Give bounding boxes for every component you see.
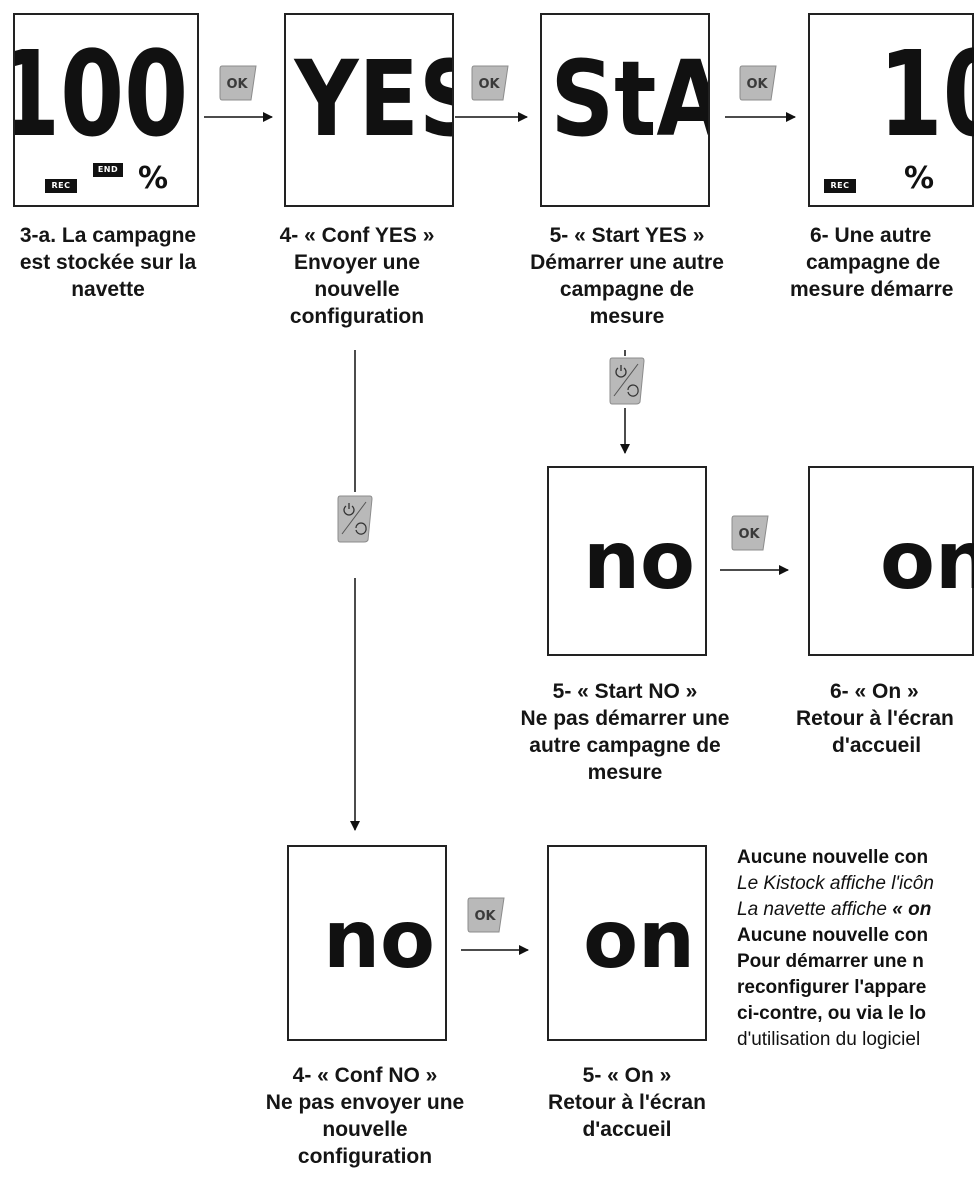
lcd-screen-start-no: no [547,466,707,656]
lcd-screen-on-1: on [808,466,974,656]
lcd-value: no [323,893,435,986]
ok-key-5[interactable]: OK [466,896,508,934]
lcd-value: on [583,893,695,986]
rec-badge: REC [45,179,77,193]
ok-label: OK [746,77,768,92]
ok-label: OK [226,77,248,92]
lcd-value: 100 [879,26,974,163]
ok-label: OK [474,909,496,924]
lcd-screen-conf-no: no [287,845,447,1041]
lcd-value: StA [551,38,709,160]
lcd-value: no [583,514,695,607]
lcd-screen-conf-yes: YES [284,13,454,207]
power-cycle-icon[interactable] [608,356,646,406]
power-cycle-icon[interactable] [336,494,374,544]
ok-key-4[interactable]: OK [730,514,772,552]
lcd-screen-on-2: on [547,845,707,1041]
ok-key-3[interactable]: OK [738,64,780,102]
ok-key-1[interactable]: OK [218,64,260,102]
ok-label: OK [478,77,500,92]
ok-label: OK [738,527,760,542]
rec-badge: REC [824,179,856,193]
lcd-screen-campaign-stored: 100 END REC % [13,13,199,207]
lcd-value: 100 [15,26,188,163]
end-badge: END [93,163,123,177]
ok-key-2[interactable]: OK [470,64,512,102]
lcd-digits: 100 [15,26,188,163]
info-note: Aucune nouvelle con Le Kistock affiche l… [737,847,934,1050]
lcd-value: on [880,514,974,607]
lcd-screen-start-yes: StA [540,13,710,207]
percent-unit: % [904,161,935,196]
lcd-value: YES [294,38,452,160]
lcd-screen-new-campaign: 100 REC % [808,13,974,207]
percent-unit: % [138,161,169,196]
